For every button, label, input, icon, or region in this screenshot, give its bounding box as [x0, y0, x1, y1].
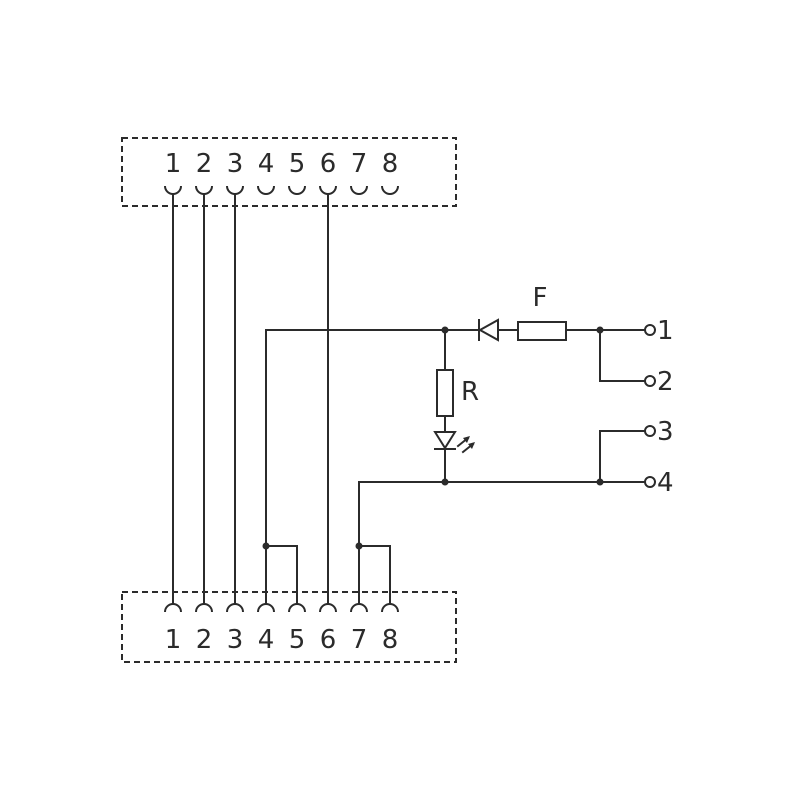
top-pin-label-6: 6: [320, 149, 337, 179]
top-pin-label-2: 2: [196, 149, 213, 179]
top-pin-label-7: 7: [351, 149, 368, 179]
indicator-branch: R: [433, 329, 479, 486]
terminal-1-icon: [644, 324, 656, 336]
bottom-pin-sockets: [164, 603, 399, 613]
negative-rail: [358, 481, 646, 605]
bottom-pin-labels: 1 2 3 4 5 6 7 8: [165, 625, 399, 655]
fuse-icon: [517, 321, 567, 341]
bottom-socket-1: [164, 603, 182, 613]
bottom-pin-label-3: 3: [227, 625, 244, 655]
terminal-4-icon: [644, 476, 656, 488]
bottom-socket-5: [288, 603, 306, 613]
pin-4-5-bridge: [262, 329, 446, 605]
top-pin-label-4: 4: [258, 149, 275, 179]
terminals: 1 2 3 4: [644, 316, 674, 498]
top-socket-3: [226, 185, 244, 195]
terminal-label-1: 1: [657, 316, 674, 346]
terminal-label-4: 4: [657, 468, 674, 498]
top-socket-5: [288, 185, 306, 195]
bottom-socket-7: [350, 603, 368, 613]
wire-terminal-2: [599, 329, 646, 382]
terminal-label-2: 2: [657, 367, 674, 397]
input-path: F: [441, 283, 646, 382]
top-socket-2: [195, 185, 213, 195]
top-pin-labels: 1 2 3 4 5 6 7 8: [165, 149, 399, 179]
terminal-3-4-wiring: [596, 430, 646, 486]
top-pin-sockets: [164, 185, 399, 195]
bridge-4-5: [265, 545, 298, 605]
bottom-socket-6: [319, 603, 337, 613]
bottom-pin-label-7: 7: [351, 625, 368, 655]
top-socket-8: [381, 185, 399, 195]
fuse-label: F: [533, 283, 548, 313]
wire-terminal-3: [599, 430, 646, 483]
bottom-socket-2: [195, 603, 213, 613]
pin-7-8-bridge: [355, 481, 646, 605]
resistor-icon: [436, 369, 454, 417]
top-socket-4: [257, 185, 275, 195]
bottom-socket-8: [381, 603, 399, 613]
top-connector-box: [121, 137, 457, 207]
terminal-2-icon: [644, 375, 656, 387]
led-icon: [433, 431, 457, 450]
bottom-pin-label-6: 6: [320, 625, 337, 655]
pass-through-wires: [172, 193, 329, 605]
top-socket-7: [350, 185, 368, 195]
bottom-pin-label-8: 8: [382, 625, 399, 655]
top-socket-6: [319, 185, 337, 195]
terminal-label-3: 3: [657, 417, 674, 447]
bottom-pin-label-5: 5: [289, 625, 306, 655]
resistor-label: R: [461, 377, 479, 407]
top-pin-label-1: 1: [165, 149, 182, 179]
top-socket-1: [164, 185, 182, 195]
led-light-arrows-icon: [456, 436, 475, 454]
junction-dot-rail-negative: [441, 478, 449, 486]
junction-dot-7: [355, 542, 363, 550]
bottom-pin-label-1: 1: [165, 625, 182, 655]
bottom-pin-label-4: 4: [258, 625, 275, 655]
diode-icon: [477, 318, 499, 342]
terminal-3-icon: [644, 425, 656, 437]
top-pin-label-5: 5: [289, 149, 306, 179]
top-pin-label-8: 8: [382, 149, 399, 179]
top-pin-label-3: 3: [227, 149, 244, 179]
bottom-socket-3: [226, 603, 244, 613]
junction-dot-4: [262, 542, 270, 550]
bottom-socket-4: [257, 603, 275, 613]
positive-rail: [265, 329, 446, 605]
bottom-pin-label-2: 2: [196, 625, 213, 655]
bottom-connector-box: [121, 591, 457, 663]
junction-dot-terminal-4: [596, 478, 604, 486]
bridge-7-8: [358, 545, 391, 605]
